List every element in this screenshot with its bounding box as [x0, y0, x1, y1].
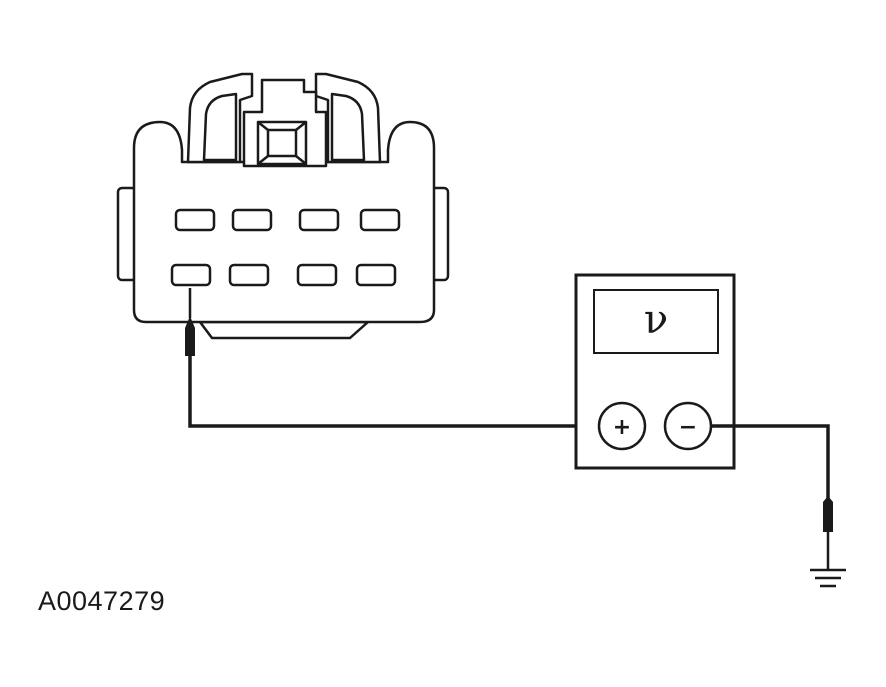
positive-terminal	[597, 401, 647, 451]
positive-terminal-label: +	[613, 415, 631, 440]
pin-cavity-1	[174, 208, 216, 232]
connector-lock-window-inner	[266, 128, 298, 158]
pin-cavity-8	[355, 263, 397, 287]
ground-symbol-icon	[810, 568, 846, 588]
positive-lead-wire	[188, 356, 600, 428]
connector-bottom-skirt	[198, 320, 370, 340]
connector-left-latch-inner	[202, 92, 238, 162]
figure-id: A0047279	[38, 586, 166, 616]
connector-lock-bevel	[257, 121, 307, 165]
pin-cavity-2	[231, 208, 273, 232]
electrical-connector	[116, 72, 450, 340]
pin-cavity-6	[228, 263, 270, 287]
voltmeter-display	[593, 289, 719, 354]
voltmeter: ν + −	[574, 273, 736, 470]
pin-cavity-3	[298, 208, 340, 232]
pin-cavity-5	[170, 263, 212, 287]
pin-cavity-7	[296, 263, 338, 287]
positive-test-lead	[185, 288, 600, 428]
voltmeter-display-symbol: ν	[644, 297, 668, 343]
negative-lead-wire	[711, 424, 830, 500]
ground-probe	[823, 496, 833, 532]
pin-cavity-4	[359, 208, 401, 232]
back-probe-tip	[185, 316, 195, 356]
connector-right-latch-inner	[330, 92, 366, 162]
negative-test-lead	[711, 424, 833, 570]
negative-terminal-label: −	[679, 415, 697, 440]
